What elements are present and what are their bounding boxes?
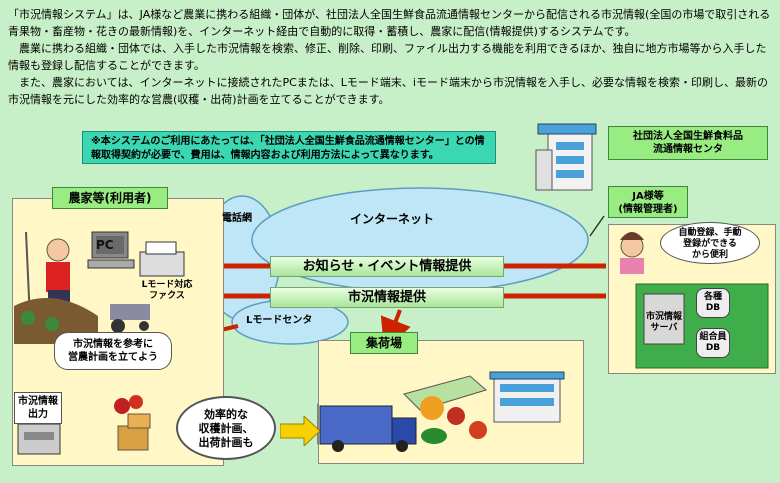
- auto-register-bubble: 自動登録、手動 登録ができる から便利: [660, 222, 760, 264]
- collection-panel: [318, 340, 584, 464]
- db-cylinder-members: 組合員 DB: [696, 328, 730, 358]
- server-label: 市況情報 サーバ: [645, 312, 682, 333]
- market-flow-banner: 市況情報提供: [270, 287, 504, 308]
- db-cylinder-various: 各種 DB: [696, 288, 730, 318]
- intro-paragraph: 「市況情報システム」は、JA様など農業に携わる組織・団体が、社団法人全国生鮮食品…: [8, 8, 771, 38]
- ja-internet-line: [589, 215, 605, 237]
- collection-title: 集荷場: [350, 332, 418, 354]
- ja-label: JA様等 (情報管理者): [608, 186, 688, 218]
- collect-arrow: [380, 309, 411, 351]
- info-center-building: [535, 123, 597, 191]
- phone-network-label: 電話網: [222, 213, 252, 224]
- news-flow-banner: お知らせ・イベント情報提供: [270, 256, 504, 277]
- intro-paragraph: 農業に携わる組織・団体では、入手した市況情報を検索、修正、削除、印刷、ファイル出…: [8, 42, 767, 72]
- lmode-center-label: Lモードセンタ: [246, 315, 313, 326]
- plan-speech-bubble: 市況情報を参考に 営農計画を立てよう: [54, 332, 172, 370]
- info-center-label: 社団法人全国生鮮食料品 流通情報センタ: [608, 126, 768, 160]
- intro-paragraph: また、農家においては、インターネットに接続されたPCまたは、Lモード端末、iモー…: [8, 76, 768, 106]
- fax-label: Lモード対応 ファクス: [141, 280, 193, 301]
- intro-text: 「市況情報システム」は、JA様など農業に携わる組織・団体が、社団法人全国生鮮食品…: [8, 6, 774, 108]
- pc-label: PC: [96, 238, 114, 252]
- output-label: 市況情報 出力: [14, 392, 62, 424]
- contract-note: ※本システムのご利用にあたっては、「社団法人全国生鮮食品流通情報センター」との情…: [82, 131, 496, 164]
- plan-arrow-icon: [280, 416, 320, 446]
- efficient-plan-bubble: 効率的な 収穫計画、 出荷計画も: [176, 396, 276, 460]
- farmer-panel-title: 農家等(利用者): [52, 187, 168, 209]
- internet-label: インターネット: [350, 212, 435, 226]
